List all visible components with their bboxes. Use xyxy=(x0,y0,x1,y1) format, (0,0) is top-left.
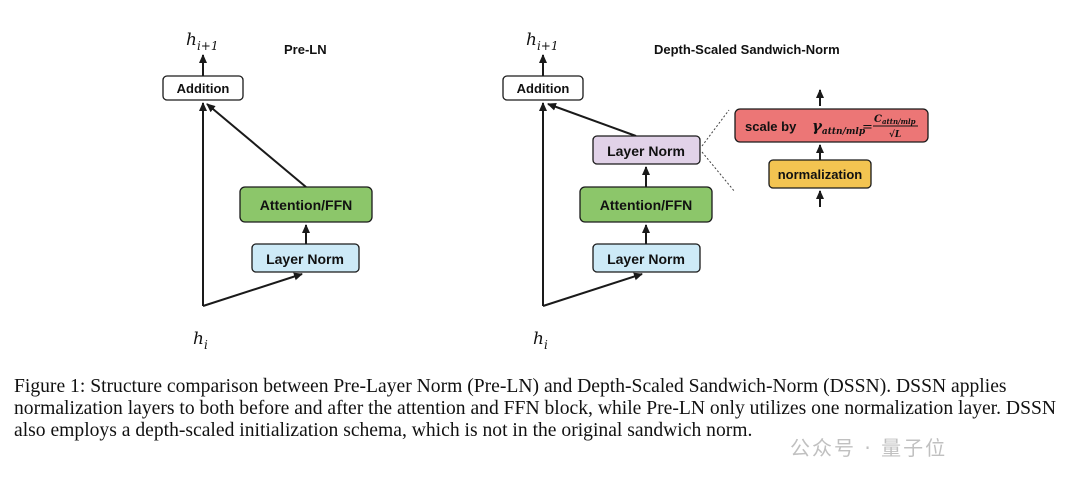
attention-ffn-box-left: Attention/FFN xyxy=(239,186,373,223)
zoom-detail: scale by γattn/mlp = Cattn/mlp √L normal… xyxy=(734,89,929,207)
dssn-title: Depth-Scaled Sandwich-Norm xyxy=(654,42,840,57)
normalization-box: normalization xyxy=(768,159,872,189)
layer-norm-label-left: Layer Norm xyxy=(266,251,344,267)
layer-norm-rect-left xyxy=(251,243,360,273)
zoom-line-bottom xyxy=(701,151,736,193)
pre-ln-diagram: Pre-LN hi+1 Addition Attention/FFN Layer… xyxy=(162,30,373,352)
layer-norm-rect-right xyxy=(592,243,701,273)
normalization-label: normalization xyxy=(778,167,863,182)
input-label-left: hi xyxy=(193,329,208,352)
zoom-line-top xyxy=(701,109,730,147)
attention-label-right: Attention/FFN xyxy=(600,197,693,213)
post-layer-norm-rect xyxy=(592,135,701,165)
input-to-ln-arrow-left xyxy=(202,272,303,307)
post-ln-to-addition-arrow xyxy=(547,102,637,137)
input-label-right: hi xyxy=(533,329,548,352)
addition-box-left: Addition xyxy=(162,75,244,101)
figure-caption: Figure 1: Structure comparison between P… xyxy=(14,376,1057,441)
normalization-rect xyxy=(768,159,872,189)
post-layer-norm-label: Layer Norm xyxy=(607,143,685,159)
watermark: 公众号 · 量子位 xyxy=(790,436,948,460)
fraction-numerator: Cattn/mlp xyxy=(874,114,916,126)
input-to-ln-arrow-right xyxy=(542,272,643,307)
addition-rect-right xyxy=(502,75,584,101)
attention-ffn-box-right: Attention/FFN xyxy=(579,186,713,223)
scale-label: scale by xyxy=(745,119,797,134)
attention-rect-left xyxy=(239,186,373,223)
layer-norm-label-right: Layer Norm xyxy=(607,251,685,267)
addition-label-right: Addition xyxy=(517,81,570,96)
addition-label-left: Addition xyxy=(177,81,230,96)
post-layer-norm-box: Layer Norm xyxy=(592,135,701,165)
dssn-diagram: Depth-Scaled Sandwich-Norm hi+1 Addition… xyxy=(502,30,929,352)
layer-norm-box-right: Layer Norm xyxy=(592,243,701,273)
attention-rect-right xyxy=(579,186,713,223)
output-label-left: hi+1 xyxy=(186,30,218,53)
scale-rect xyxy=(734,108,929,143)
layer-norm-box-left: Layer Norm xyxy=(251,243,360,273)
equals-sign: = xyxy=(862,120,873,135)
attention-to-addition-arrow-left xyxy=(206,103,307,188)
fraction-denominator: √L xyxy=(889,129,901,140)
output-label-right: hi+1 xyxy=(526,30,558,53)
pre-ln-title: Pre-LN xyxy=(284,42,327,57)
gamma-symbol: γattn/mlp xyxy=(812,117,866,137)
addition-box-right: Addition xyxy=(502,75,584,101)
attention-label-left: Attention/FFN xyxy=(260,197,353,213)
scale-box: scale by γattn/mlp = Cattn/mlp √L xyxy=(734,108,929,143)
addition-rect-left xyxy=(162,75,244,101)
architecture-diagram: Pre-LN hi+1 Addition Attention/FFN Layer… xyxy=(162,30,929,352)
